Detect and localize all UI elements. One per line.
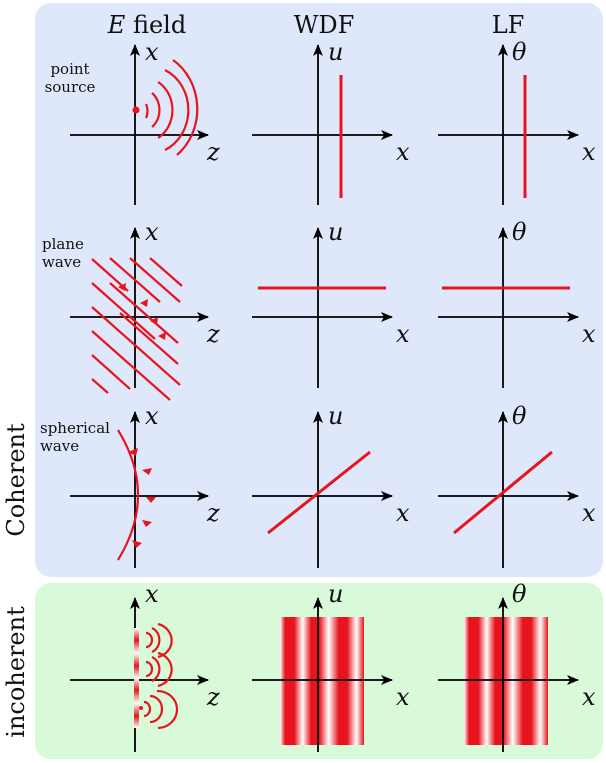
svg-text:x: x <box>145 218 159 246</box>
svg-text:θ: θ <box>512 38 527 66</box>
wdf-incoherent-fringes <box>280 617 364 745</box>
svg-text:x: x <box>582 138 596 166</box>
svg-text:u: u <box>328 402 343 430</box>
svg-text:θ: θ <box>512 402 527 430</box>
lf-spherical-wave-line <box>453 450 553 535</box>
lf-axes-spherical-wave: θ x <box>438 402 596 568</box>
svg-text:x: x <box>396 499 410 527</box>
svg-text:x: x <box>145 580 159 608</box>
svg-text:x: x <box>582 683 596 711</box>
svg-text:x: x <box>145 38 159 66</box>
svg-text:x: x <box>396 683 410 711</box>
svg-text:u: u <box>328 38 343 66</box>
column-header-efield: E field <box>107 11 186 39</box>
svg-text:θ: θ <box>512 218 527 246</box>
plane-wave-arrow <box>118 283 126 291</box>
coherent-panel <box>35 3 603 577</box>
group-label-incoherent: incoherent <box>2 606 30 738</box>
lf-axes-incoherent: θ x <box>438 580 596 752</box>
spherical-wave-arrow <box>132 540 142 548</box>
svg-text:u: u <box>328 218 343 246</box>
plane-wave-arrow <box>150 317 158 325</box>
wdf-axes-spherical-wave: u x <box>252 402 410 568</box>
spherical-wave-arrow <box>128 448 138 456</box>
lf-incoherent-fringes <box>464 617 548 745</box>
column-header-lf: LF <box>492 11 525 39</box>
wdf-axes-point-source: u x <box>252 38 410 205</box>
lf-axes-plane-wave: θ x <box>438 218 596 388</box>
group-label-coherent: Coherent <box>2 423 30 537</box>
svg-text:z: z <box>206 683 220 711</box>
svg-text:z: z <box>206 320 220 348</box>
spherical-wave-wavefront <box>117 429 156 561</box>
svg-text:θ: θ <box>512 580 527 608</box>
wdf-axes-plane-wave: u x <box>252 218 410 388</box>
wdf-axes-incoherent: u x <box>252 580 410 752</box>
point-source-dot <box>132 106 140 114</box>
spherical-wave-arrow <box>142 520 152 527</box>
wdf-spherical-wave-line <box>267 450 371 535</box>
svg-text:z: z <box>206 499 220 527</box>
incoherent-sources <box>134 622 179 730</box>
svg-text:z: z <box>206 138 220 166</box>
efield-axes-point-source: x z <box>70 38 220 205</box>
svg-text:x: x <box>582 499 596 527</box>
svg-text:x: x <box>396 320 410 348</box>
plane-wave-arrow <box>140 299 148 307</box>
point-source-wavefronts <box>132 59 199 156</box>
svg-text:x: x <box>582 320 596 348</box>
lf-axes-point-source: θ x <box>438 38 596 205</box>
plane-wave-arrow <box>158 332 166 340</box>
svg-text:x: x <box>396 138 410 166</box>
plane-wave-wavefronts <box>91 257 183 401</box>
spherical-wave-arrow <box>142 468 152 475</box>
spherical-wave-arrow <box>146 497 156 503</box>
column-header-wdf: WDF <box>294 11 355 39</box>
incoherent-source-strip <box>134 628 139 728</box>
efield-axes-plane-wave: x z <box>70 218 220 388</box>
svg-text:u: u <box>328 580 343 608</box>
svg-text:x: x <box>145 402 159 430</box>
